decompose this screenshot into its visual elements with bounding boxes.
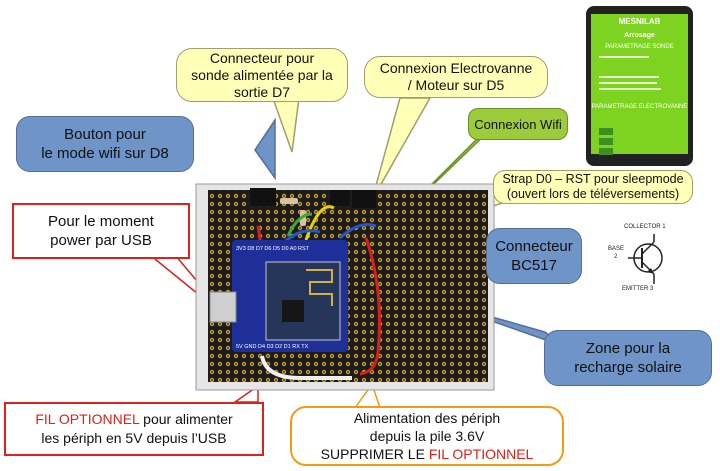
power-line2: power par USB	[50, 232, 152, 249]
connecteur-line1: Connecteur	[495, 238, 573, 255]
phone-screen: MESNILAB Arrosage PARAMETRAGE SONDE PARA…	[591, 14, 688, 155]
wire-red	[359, 237, 381, 376]
strap-callout: Strap D0 – RST pour sleepmode (ouvert lo…	[493, 170, 693, 204]
power-line1: Pour le moment	[48, 213, 154, 230]
top-connector-1	[250, 188, 276, 206]
sonde-line2: sonde alimentée par la	[191, 66, 333, 83]
bouton-callout: Bouton pour le mode wifi sur D8	[16, 116, 194, 172]
transistor-collector-label: COLLECTOR 1	[624, 224, 666, 230]
alim-callout: Alimentation des périph depuis la pile 3…	[290, 406, 564, 466]
fil-callout: FIL OPTIONNEL pour alimenter les périph …	[4, 402, 264, 456]
wifi-text: Connexion Wifi	[474, 116, 562, 132]
electrovanne-line2: / Moteur sur D5	[407, 77, 505, 93]
phone-line	[599, 56, 649, 58]
phone-button[interactable]	[599, 148, 613, 155]
phone-line	[599, 82, 657, 84]
antenna-trace	[306, 269, 333, 306]
usb-port	[209, 291, 237, 323]
alim-fil-optionnel: FIL OPTIONNEL	[428, 446, 534, 462]
phone-button[interactable]	[599, 138, 613, 145]
phone-mockup: MESNILAB Arrosage PARAMETRAGE SONDE PARA…	[586, 6, 693, 166]
transistor-base-pin: 2	[614, 254, 618, 260]
wire-green	[286, 212, 313, 237]
phone-title: Arrosage	[624, 32, 655, 39]
top-connector-3	[352, 190, 376, 208]
alim-line2: depuis la pile 3.6V	[369, 428, 485, 444]
bouton-callout-pointer	[254, 117, 276, 181]
alim-line3a: SUPPRIMER LE	[320, 446, 429, 462]
resistor	[280, 198, 298, 204]
phone-line	[599, 88, 661, 90]
sonde-line1: Connecteur pour	[209, 49, 315, 66]
phone-section-sonde: PARAMETRAGE SONDE	[605, 44, 674, 50]
connecteur-callout: Connecteur BC517	[486, 228, 582, 284]
alim-line3: SUPPRIMER LE FIL OPTIONNEL	[321, 445, 534, 463]
phone-brand: MESNILAB	[618, 17, 661, 26]
pins-top-label: 3V3 D8 D7 D6 D5 D0 A0 RST	[236, 246, 310, 252]
bouton-line2: le mode wifi sur D8	[41, 145, 169, 162]
strap-line2: (ouvert lors de téléversements)	[506, 187, 680, 201]
wifi-callout: Connexion Wifi	[468, 108, 568, 140]
wire-white	[260, 355, 352, 380]
zone-line1: Zone pour la	[585, 340, 671, 357]
wire-blue	[338, 223, 377, 240]
fil-optionnel-label: FIL OPTIONNEL	[35, 411, 140, 427]
pins-bottom-label: 5V GND D4 D3 D2 D1 RX TX	[236, 344, 309, 350]
zone-line2: recharge solaire	[574, 359, 682, 376]
phone-section-electrovanne: PARAMETRAGE ELECTROVANNE	[591, 104, 688, 110]
wire-yellow	[304, 205, 335, 241]
transistor-emitter-label: EMITTER 3	[622, 286, 654, 292]
sonde-callout: Connecteur pour sonde alimentée par la s…	[176, 48, 348, 102]
fil-line2: les périph en 5V depuis l’USB	[41, 430, 227, 446]
electrovanne-line1: Connexion Electrovanne	[379, 60, 533, 76]
top-connector-2	[330, 190, 350, 206]
strap-line1: Strap D0 – RST pour sleepmode	[502, 172, 684, 186]
sonde-line3: sortie D7	[233, 83, 291, 100]
transistor-base-label: BASE	[608, 246, 625, 252]
phone-button[interactable]	[599, 128, 613, 135]
phone-line	[599, 76, 659, 78]
electrovanne-callout-pointer	[371, 97, 432, 201]
alim-line1: Alimentation des périph	[353, 410, 501, 426]
electrovanne-callout: Connexion Electrovanne / Moteur sur D5	[364, 56, 548, 98]
fil-line1: FIL OPTIONNEL pour alimenter	[35, 410, 232, 429]
bouton-line1: Bouton pour	[64, 126, 146, 143]
zone-callout: Zone pour la recharge solaire	[544, 330, 712, 386]
fil-line1-rest: pour alimenter	[139, 411, 233, 427]
connecteur-line2: BC517	[511, 257, 557, 274]
power-callout: Pour le moment power par USB	[12, 203, 190, 259]
chip	[282, 300, 304, 322]
